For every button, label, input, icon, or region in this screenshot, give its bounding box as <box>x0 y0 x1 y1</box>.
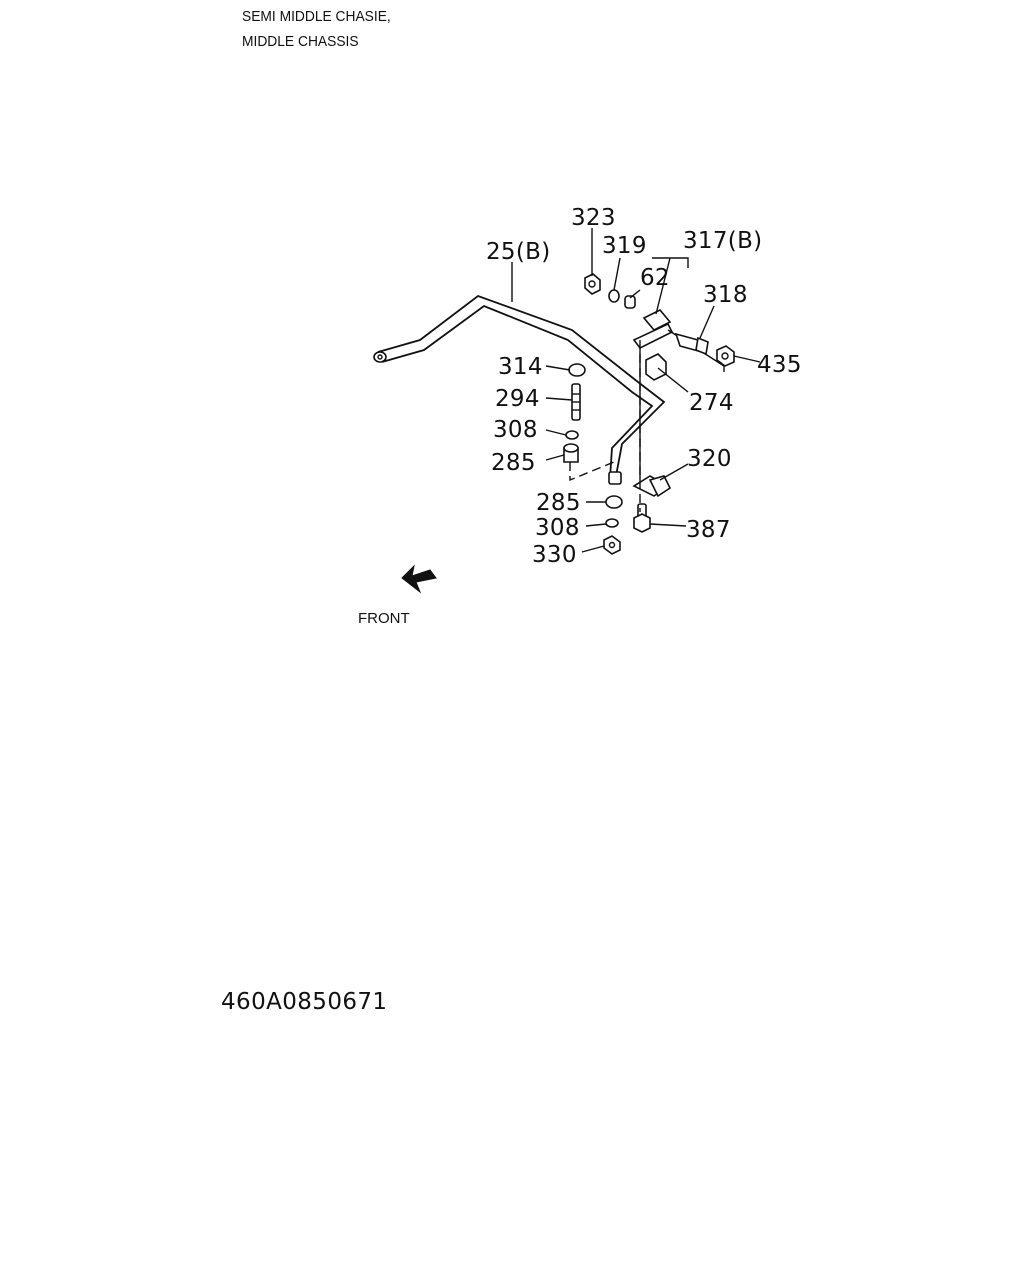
callout-314: 314 <box>498 354 543 380</box>
callout-319: 319 <box>602 233 647 259</box>
reference-number: 460A0850671 <box>221 989 388 1015</box>
callout-308-lower: 308 <box>535 515 580 541</box>
stabilizer-bar <box>373 294 666 485</box>
bolt-387 <box>633 503 651 533</box>
callout-320: 320 <box>687 446 732 472</box>
callout-318: 318 <box>703 282 748 308</box>
callout-308-upper: 308 <box>493 417 538 443</box>
bushing-285-lower <box>605 495 623 509</box>
nut-435 <box>716 345 735 367</box>
spacer-62 <box>624 295 636 309</box>
washer-308-lower <box>605 518 619 528</box>
leader-lines <box>511 228 761 553</box>
bushing-285-upper <box>563 443 579 463</box>
callout-274: 274 <box>689 390 734 416</box>
bushing-314 <box>568 363 586 377</box>
front-indicator: FRONT <box>358 564 437 627</box>
washer-319 <box>608 289 620 303</box>
bolt-294 <box>571 383 581 421</box>
callout-294: 294 <box>495 386 540 412</box>
front-label: FRONT <box>358 610 410 627</box>
callout-285-lower: 285 <box>536 490 581 516</box>
arrow-down-left-icon <box>401 564 437 594</box>
nut-323 <box>584 273 601 295</box>
callout-330: 330 <box>532 542 577 568</box>
assembly-line-left <box>569 461 615 482</box>
clamp-320 <box>632 475 672 498</box>
header-line-1: SEMI MIDDLE CHASIE, <box>242 8 391 25</box>
washer-308-upper <box>565 430 579 440</box>
nut-330 <box>603 535 621 555</box>
callout-62: 62 <box>640 265 670 291</box>
bolt-318 <box>674 332 709 356</box>
callout-387: 387 <box>686 517 731 543</box>
callout-317b: 317(B) <box>683 228 762 254</box>
callout-25b: 25(B) <box>486 239 551 265</box>
callout-323: 323 <box>571 205 616 231</box>
header-line-2: MIDDLE CHASSIS <box>242 33 359 50</box>
callout-435: 435 <box>757 352 802 378</box>
callout-285-upper: 285 <box>491 450 536 476</box>
diagram-header: SEMI MIDDLE CHASIE, MIDDLE CHASSIS <box>242 4 391 54</box>
